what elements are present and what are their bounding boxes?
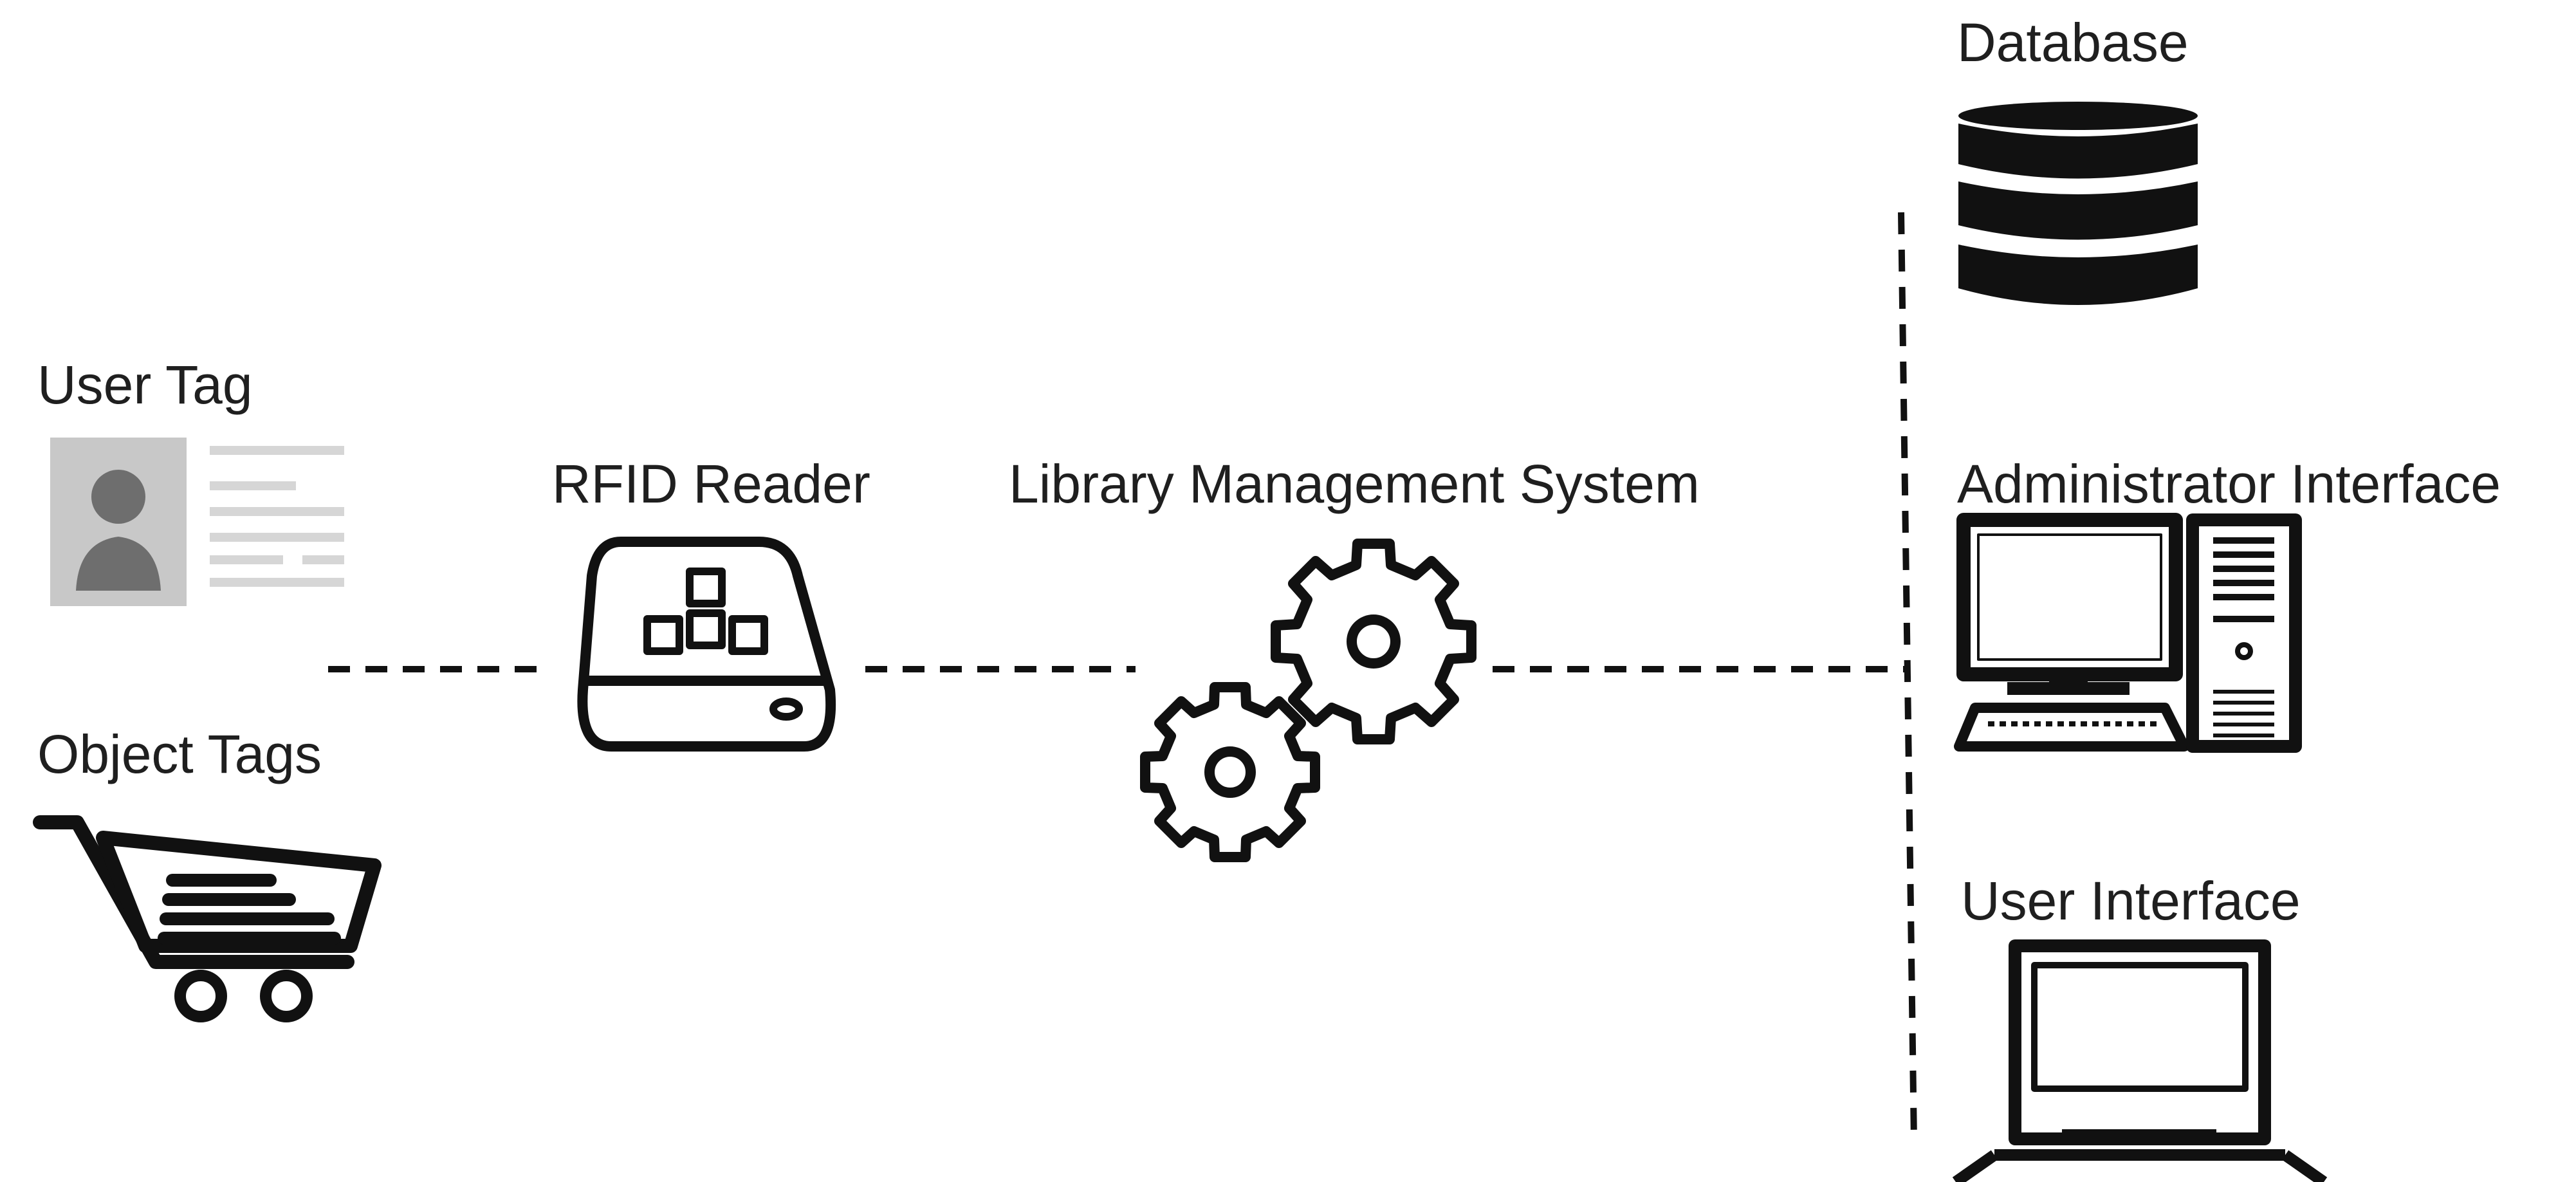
vertical-bus bbox=[1898, 212, 1917, 1143]
lms-label: Library Management System bbox=[1009, 454, 1700, 514]
id-card-icon bbox=[50, 438, 344, 606]
rfid-reader-label: RFID Reader bbox=[552, 454, 870, 514]
large-gear bbox=[1271, 539, 1477, 744]
object-tags-label: Object Tags bbox=[37, 724, 322, 784]
database-icon bbox=[1958, 102, 2198, 305]
small-gear bbox=[1140, 682, 1320, 862]
user-tag-label: User Tag bbox=[37, 355, 253, 415]
user-interface-label: User Interface bbox=[1961, 871, 2301, 931]
laptop-icon bbox=[1952, 939, 2328, 1182]
desktop-computer-icon bbox=[1954, 513, 2302, 753]
connectors bbox=[328, 212, 1917, 1143]
rfid-reader-icon bbox=[577, 537, 836, 752]
shopping-cart-icon bbox=[33, 815, 382, 1022]
admin-interface-label: Administrator Interface bbox=[1957, 454, 2501, 514]
gears-icon bbox=[1140, 539, 1477, 862]
database-label: Database bbox=[1957, 12, 2189, 73]
